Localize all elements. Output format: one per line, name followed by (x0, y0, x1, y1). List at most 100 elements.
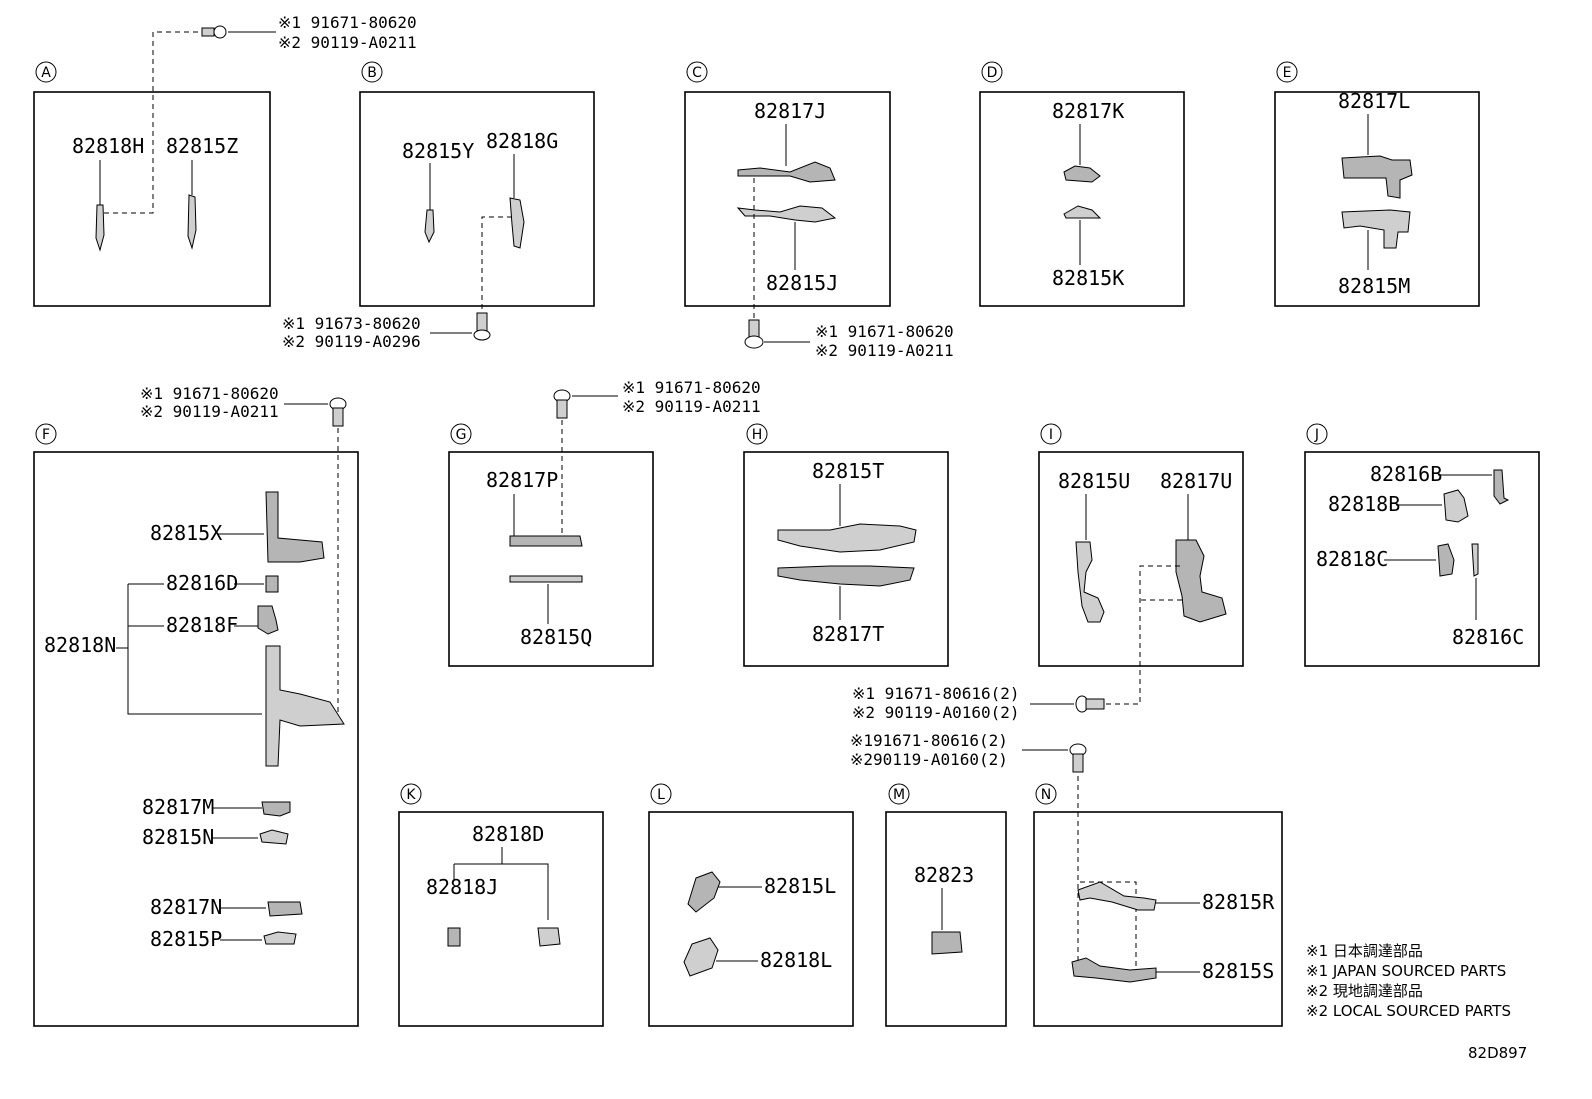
part-82816D-shape (265, 575, 279, 593)
section-e-box (1274, 91, 1480, 307)
fastener-c-line2: ※2 90119-A0211 (815, 341, 954, 360)
fastener-a-line1: ※1 91671-80620 (278, 13, 417, 32)
part-82818L-shape (683, 937, 719, 977)
part-82815X-shape (265, 491, 325, 563)
part-82815X[interactable]: 82815X (150, 521, 222, 545)
part-82818C-shape (1437, 543, 1455, 577)
part-82818F[interactable]: 82818F (166, 613, 238, 637)
part-82817P[interactable]: 82817P (486, 468, 558, 492)
part-82815S-shape (1071, 957, 1157, 983)
fastener-g-line2: ※2 90119-A0211 (622, 397, 761, 416)
section-j-box (1304, 451, 1540, 667)
section-n-box (1033, 811, 1283, 1027)
section-m-box (885, 811, 1007, 1027)
part-82818N-shape (265, 645, 345, 767)
fastener-b-line1: ※1 91673-80620 (282, 314, 421, 333)
part-82815T[interactable]: 82815T (812, 459, 884, 483)
part-82818J-shape (447, 927, 461, 947)
section-f-box (33, 451, 359, 1027)
part-82815L-shape (687, 871, 721, 913)
bolt-b-icon (473, 312, 491, 341)
part-82816C[interactable]: 82816C (1452, 625, 1524, 649)
part-82816C-shape (1471, 543, 1479, 577)
section-h-box (743, 451, 949, 667)
part-82815J[interactable]: 82815J (766, 271, 838, 295)
section-c-box (684, 91, 891, 307)
section-l-marker (650, 783, 672, 805)
part-82817M[interactable]: 82817M (142, 795, 214, 819)
part-82817J[interactable]: 82817J (754, 99, 826, 123)
part-82815L[interactable]: 82815L (764, 874, 836, 898)
part-82818B[interactable]: 82818B (1328, 492, 1400, 516)
part-82817M-shape (261, 801, 291, 817)
bolt-g-icon (553, 389, 571, 419)
part-82817U[interactable]: 82817U (1160, 469, 1232, 493)
part-82815M[interactable]: 82815M (1338, 274, 1410, 298)
note-local-jp: ※2 現地調達部品 (1306, 982, 1423, 1000)
section-d-box (979, 91, 1185, 307)
part-82818H[interactable]: 82818H (72, 134, 144, 158)
part-82815Q[interactable]: 82815Q (520, 625, 592, 649)
part-82815T-shape (777, 523, 917, 553)
part-82818G[interactable]: 82818G (486, 129, 558, 153)
part-82815M-shape (1341, 209, 1411, 249)
section-m: M 82823 (885, 783, 1007, 1027)
section-b: B 82815Y 82818G ※1 91673-80620 ※2 90119-… (282, 61, 595, 351)
part-82815P[interactable]: 82815P (150, 927, 222, 951)
part-82817T[interactable]: 82817T (812, 622, 884, 646)
fastener-f-line2: ※2 90119-A0211 (140, 402, 279, 421)
section-h: H 82815T 82817T (743, 423, 949, 667)
part-82815K-shape (1063, 205, 1102, 219)
section-i-box (1038, 451, 1244, 667)
part-82817K[interactable]: 82817K (1052, 99, 1124, 123)
part-82818L[interactable]: 82818L (760, 948, 832, 972)
section-f: F ※1 91671-80620 ※2 90119-A0211 82815X 8… (33, 384, 359, 1027)
fastener-i-line2: ※2 90119-A0160(2) (852, 703, 1020, 722)
part-82816D[interactable]: 82816D (166, 571, 238, 595)
fastener-g-line1: ※1 91671-80620 (622, 378, 761, 397)
section-n-letter: N (1041, 787, 1051, 803)
bolt-c-icon (744, 319, 764, 349)
fastener-b-line2: ※2 90119-A0296 (282, 332, 421, 351)
part-82815U[interactable]: 82815U (1058, 469, 1130, 493)
part-82815N[interactable]: 82815N (142, 825, 214, 849)
section-g: G ※1 91671-80620 ※2 90119-A0211 82817P 8… (448, 378, 761, 667)
part-82816B-shape (1493, 469, 1510, 505)
section-c: C 82817J 82815J ※1 91671-80620 ※2 90119-… (684, 61, 954, 360)
part-82815R[interactable]: 82815R (1202, 890, 1275, 914)
bolt-a-icon (201, 25, 227, 39)
part-82815K[interactable]: 82815K (1052, 266, 1124, 290)
section-l-letter: L (657, 787, 665, 803)
part-82817N[interactable]: 82817N (150, 895, 222, 919)
section-e-letter: E (1283, 65, 1292, 81)
part-82815R-shape (1077, 881, 1157, 911)
bolt-i-icon (1075, 695, 1105, 713)
part-82816B[interactable]: 82816B (1370, 462, 1442, 486)
section-i-marker (1040, 423, 1062, 445)
fastener-i-line1: ※1 91671-80616(2) (852, 684, 1020, 703)
part-82817L[interactable]: 82817L (1338, 89, 1410, 113)
part-82817N-shape (267, 901, 303, 917)
section-h-marker (746, 423, 768, 445)
part-82823[interactable]: 82823 (914, 863, 974, 887)
part-82815S[interactable]: 82815S (1202, 959, 1274, 983)
part-82818C[interactable]: 82818C (1316, 547, 1388, 571)
section-g-letter: G (456, 427, 467, 443)
note-local-en: ※2 LOCAL SOURCED PARTS (1306, 1002, 1511, 1020)
fastener-a-line2: ※2 90119-A0211 (278, 33, 417, 52)
section-i-letter: I (1049, 427, 1053, 443)
section-e-marker (1276, 61, 1298, 83)
section-j-letter: J (1314, 427, 1319, 443)
part-82818D[interactable]: 82818D (472, 822, 544, 846)
part-82818J[interactable]: 82818J (426, 875, 498, 899)
bolt-n-icon (1069, 743, 1087, 773)
note-japan-en: ※1 JAPAN SOURCED PARTS (1306, 962, 1506, 980)
fastener-n-line2: ※290119-A0160(2) (850, 750, 1008, 769)
part-82815Z[interactable]: 82815Z (166, 134, 238, 158)
part-82818N[interactable]: 82818N (44, 633, 116, 657)
part-82817U-shape (1175, 539, 1227, 623)
part-82815Y[interactable]: 82815Y (402, 139, 474, 163)
section-k-marker (400, 783, 422, 805)
section-j-marker (1306, 423, 1328, 445)
